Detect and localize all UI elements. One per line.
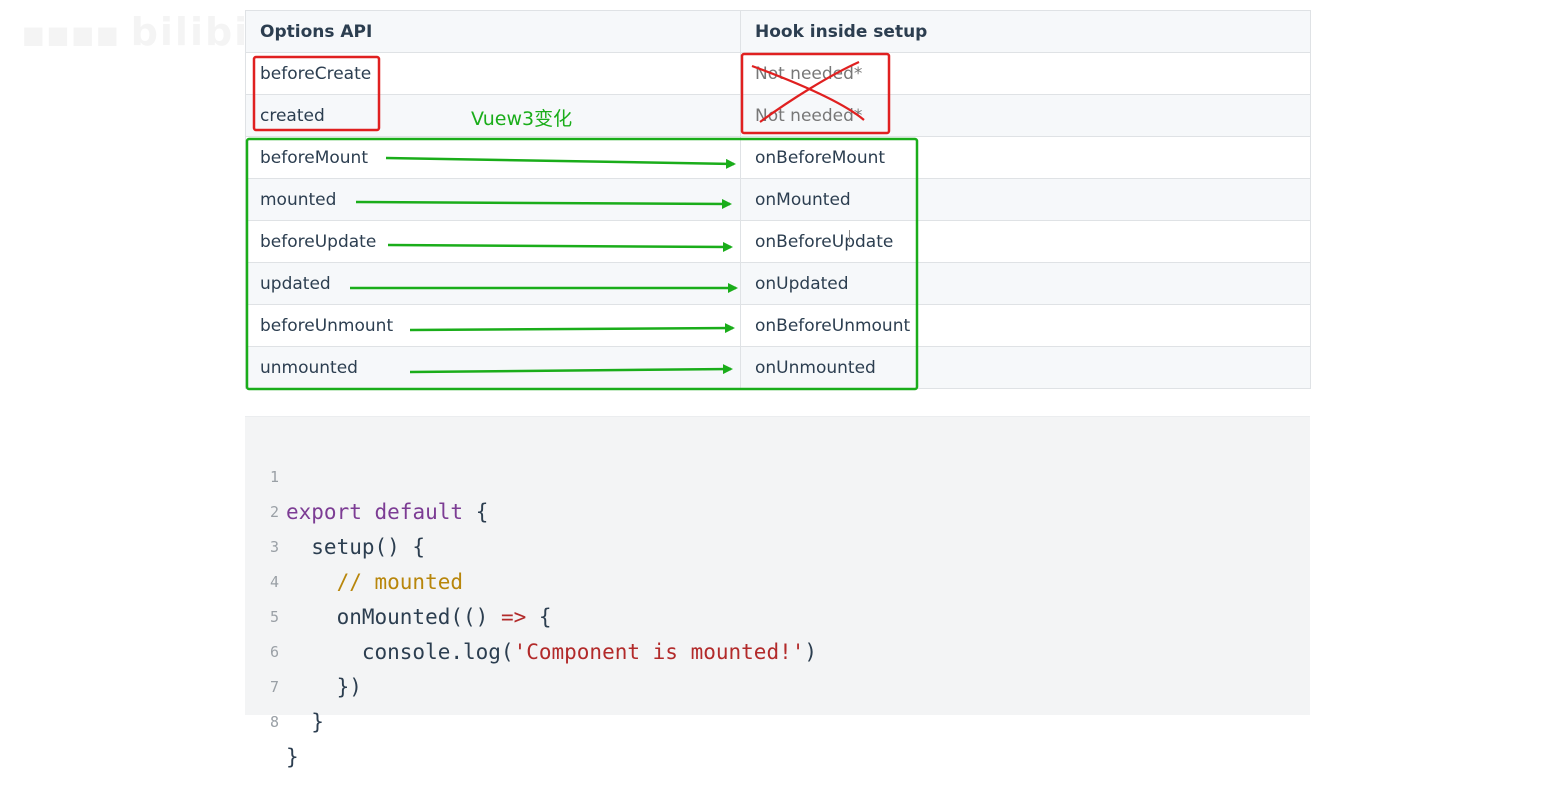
line-number: 2 (269, 503, 279, 521)
hook-cell: onUnmounted (740, 346, 1311, 389)
watermark: ■■■■bilibili (22, 10, 279, 54)
hook-cell: onMounted (740, 178, 1311, 221)
option-cell: beforeMount (245, 136, 741, 179)
table-row: created Not needed* (245, 94, 1311, 137)
option-cell: mounted (245, 178, 741, 221)
code-line: 3 // mounted (245, 495, 463, 594)
hook-cell: onUpdated (740, 262, 1311, 305)
vue3-change-label: Vuew3变化 (471, 108, 573, 130)
option-cell: beforeCreate (245, 52, 741, 95)
code-line: 1 export default { (245, 425, 488, 524)
line-number: 7 (269, 678, 279, 696)
code-text: }) (286, 675, 362, 699)
line-number: 4 (269, 573, 279, 591)
hook-cell: Not needed* (740, 52, 1311, 95)
table-row: updated onUpdated (245, 262, 1311, 305)
code-pre: console.log( (286, 640, 514, 664)
code-block: 1 export default { 2 setup() { 3 // moun… (245, 416, 1310, 769)
hook-cell: onBeforeMount (740, 136, 1311, 179)
code-rest: { (526, 605, 552, 629)
hook-cell: onBeforeUnmount (740, 304, 1311, 347)
code-string: 'Component is mounted!' (513, 640, 805, 664)
code-comment: // mounted (286, 570, 464, 594)
option-cell: beforeUpdate (245, 220, 741, 263)
code-post: ) (804, 640, 818, 664)
code-line: 8 } (245, 670, 299, 769)
code-text: setup() { (286, 535, 426, 559)
keyword-export: export (286, 500, 362, 524)
code-line: 2 setup() { (245, 460, 425, 559)
lifecycle-hooks-table: Options API Hook inside setup beforeCrea… (245, 10, 1311, 389)
text-cursor-icon (849, 230, 850, 242)
watermark-author: ■■■■ (22, 20, 121, 49)
line-number: 3 (269, 538, 279, 556)
line-number: 1 (269, 468, 279, 486)
code-arrow-operator: => (500, 605, 527, 629)
table-row: beforeCreate Not needed* (245, 52, 1311, 95)
code-text: } (286, 745, 299, 769)
code-line: 6 }) (245, 600, 362, 699)
table-header-row: Options API Hook inside setup (245, 10, 1311, 53)
keyword-default: default (374, 500, 464, 524)
option-cell: unmounted (245, 346, 741, 389)
code-text: } (286, 710, 324, 734)
code-line: 5 console.log('Component is mounted!') (245, 565, 817, 664)
code-fn: onMounted(() (286, 605, 501, 629)
hook-cell: Not needed* (740, 94, 1311, 137)
header-hook-inside-setup: Hook inside setup (740, 10, 1311, 53)
line-number: 6 (269, 643, 279, 661)
option-cell: beforeUnmount (245, 304, 741, 347)
hook-cell: onBeforeUpdate (740, 220, 1311, 263)
table-row: unmounted onUnmounted (245, 346, 1311, 389)
table-row: beforeUnmount onBeforeUnmount (245, 304, 1311, 347)
table-row: beforeMount onBeforeMount (245, 136, 1311, 179)
header-options-api: Options API (245, 10, 741, 53)
table-row: beforeUpdate onBeforeUpdate (245, 220, 1311, 263)
option-cell: updated (245, 262, 741, 305)
line-number: 5 (269, 608, 279, 626)
open-brace: { (475, 500, 489, 524)
code-line: 7 } (245, 635, 324, 734)
table-row: mounted onMounted (245, 178, 1311, 221)
line-number: 8 (269, 713, 279, 731)
code-line: 4 onMounted(() => { (245, 530, 552, 629)
